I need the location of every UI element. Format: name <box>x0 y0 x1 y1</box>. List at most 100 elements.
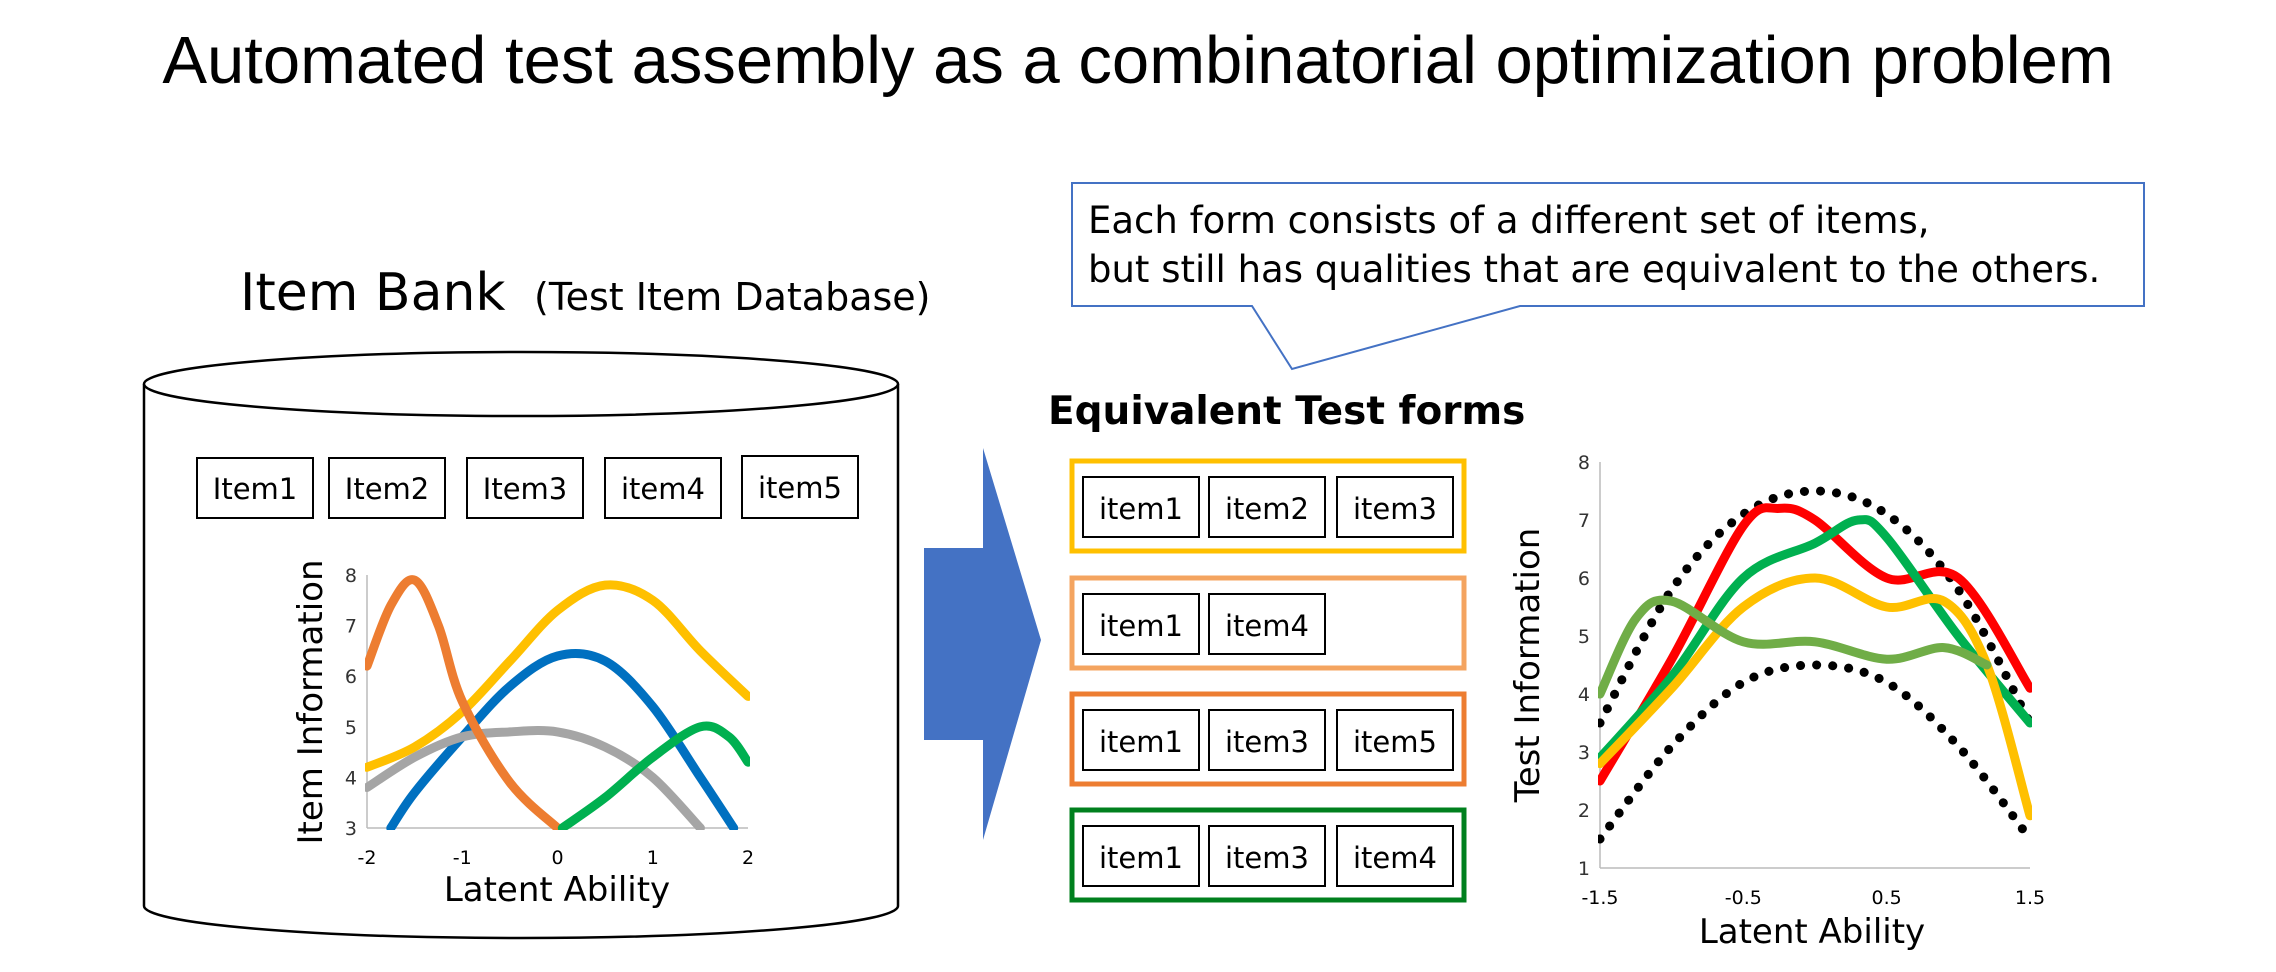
cylinder-top <box>142 350 900 418</box>
test-forms: item1 item2 item3 item1 item4 item1 item3 item5… <box>1069 458 1467 903</box>
test-form-border <box>1069 458 1467 554</box>
item-box-3 <box>466 457 584 519</box>
x-tick-label: -2 <box>358 847 377 869</box>
form-item-label: item2 <box>1225 492 1309 526</box>
item-bank-title: Item Bank (Test Item Database) <box>240 263 931 323</box>
callout-line-1: Each form consists of a different set of… <box>1088 199 1930 242</box>
form-item-box <box>1082 476 1200 538</box>
test-information-chart: 1 2 3 4 5 6 7 8 -1.5 -0.5 0.5 1.5 Latent Ability T… <box>1508 452 2045 952</box>
x-tick-label: 0.5 <box>1872 887 1902 909</box>
item-information-chart: 3 4 5 6 7 8 -2 -1 0 1 2 Latent Ability Item Infor… <box>291 559 754 910</box>
series-line <box>1598 573 2032 821</box>
y-tick-label: 4 <box>345 767 357 789</box>
form-item-label: item1 <box>1099 609 1183 643</box>
y-tick-label: 8 <box>1578 452 1590 474</box>
cylinder-body <box>142 384 900 940</box>
form-item-label: item4 <box>1225 609 1309 643</box>
series-line <box>1598 515 2032 763</box>
arrow-icon <box>924 448 1041 840</box>
item-label: item5 <box>758 471 842 505</box>
form-item-box <box>1336 825 1454 887</box>
x-tick-label: 2 <box>742 847 754 869</box>
form-item-box <box>1336 476 1454 538</box>
x-tick-label: 1.5 <box>2015 887 2045 909</box>
form-item-label: item3 <box>1225 841 1309 875</box>
series-group <box>1598 486 2032 844</box>
test-form-border <box>1069 807 1467 903</box>
y-tick-labels: 1 2 3 4 5 6 7 8 <box>1578 452 1590 880</box>
series-line <box>365 580 750 772</box>
item-box-2 <box>328 457 446 519</box>
y-tick-label: 1 <box>1578 858 1590 880</box>
callout-box: Each form consists of a different set of… <box>1071 182 2145 371</box>
form-item-box <box>1208 825 1326 887</box>
form-item-box <box>1336 709 1454 771</box>
form-item-label: item3 <box>1353 492 1437 526</box>
item-box-4 <box>604 457 722 519</box>
callout-line-2: but still has qualities that are equival… <box>1088 248 2100 291</box>
form-item-box <box>1208 709 1326 771</box>
series-line <box>365 726 705 830</box>
forms-heading: Equivalent Test forms <box>1048 389 1525 434</box>
x-tick-label: -0.5 <box>1725 887 1762 909</box>
form-item-label: item1 <box>1099 725 1183 759</box>
x-tick-label: 1 <box>647 847 659 869</box>
form-item-label: item5 <box>1353 725 1437 759</box>
series-line <box>1598 503 2032 786</box>
y-tick-label: 3 <box>345 818 357 840</box>
item-bank-title-sub: (Test Item Database) <box>534 275 930 319</box>
y-tick-label: 5 <box>345 717 357 739</box>
item-label: Item1 <box>213 472 297 506</box>
y-tick-label: 6 <box>345 666 357 688</box>
y-tick-label: 4 <box>1578 684 1590 706</box>
item-bank-items: Item1 Item2 Item3 item4 item5 <box>196 455 859 519</box>
form-item-label: item4 <box>1353 841 1437 875</box>
test-form-1: item1 item2 item3 <box>1069 458 1467 554</box>
item-label: Item3 <box>483 472 567 506</box>
callout-shape <box>1071 182 2145 371</box>
series-group <box>365 575 750 830</box>
y-axis-label: Item Information <box>291 559 331 844</box>
form-item-label: item1 <box>1099 841 1183 875</box>
item-label: Item2 <box>345 472 429 506</box>
test-form-4: item1 item3 item4 <box>1069 807 1467 903</box>
item-box-1 <box>196 457 314 519</box>
y-axis-label: Test Information <box>1508 528 1548 804</box>
page-title: Automated test assembly as a combinatori… <box>162 23 2114 98</box>
x-tick-label: -1 <box>453 847 472 869</box>
form-item-box <box>1082 825 1200 887</box>
form-item-label: item3 <box>1225 725 1309 759</box>
series-line <box>365 575 562 830</box>
database-cylinder <box>142 350 900 940</box>
x-tick-labels: -2 -1 0 1 2 <box>358 847 755 869</box>
y-tick-label: 6 <box>1578 568 1590 590</box>
series-line <box>386 648 739 830</box>
y-tick-label: 3 <box>1578 742 1590 764</box>
form-item-box <box>1208 593 1326 655</box>
form-item-box <box>1082 593 1200 655</box>
y-tick-label: 7 <box>1578 510 1590 532</box>
test-form-3: item1 item3 item5 <box>1069 691 1467 787</box>
x-tick-labels: -1.5 -0.5 0.5 1.5 <box>1581 887 2045 909</box>
y-tick-label: 8 <box>345 565 357 587</box>
y-tick-label: 7 <box>345 616 357 638</box>
series-line <box>1598 595 1992 699</box>
y-tick-label: 5 <box>1578 626 1590 648</box>
y-tick-labels: 3 4 5 6 7 8 <box>345 565 357 840</box>
form-item-label: item1 <box>1099 492 1183 526</box>
x-tick-label: 0 <box>551 847 563 869</box>
item-label: item4 <box>621 472 705 506</box>
series-line <box>557 721 750 830</box>
item-bank-title-main: Item Bank <box>240 263 506 323</box>
series-line <box>1598 660 2032 844</box>
form-item-box <box>1208 476 1326 538</box>
x-axis-label: Latent Ability <box>1699 912 1925 952</box>
form-item-box <box>1082 709 1200 771</box>
y-tick-label: 2 <box>1578 800 1590 822</box>
test-form-border <box>1069 691 1467 787</box>
x-tick-label: -1.5 <box>1581 887 1618 909</box>
item-box-5 <box>741 455 859 519</box>
x-axis-label: Latent Ability <box>444 870 670 910</box>
test-form-2: item1 item4 <box>1069 575 1467 671</box>
